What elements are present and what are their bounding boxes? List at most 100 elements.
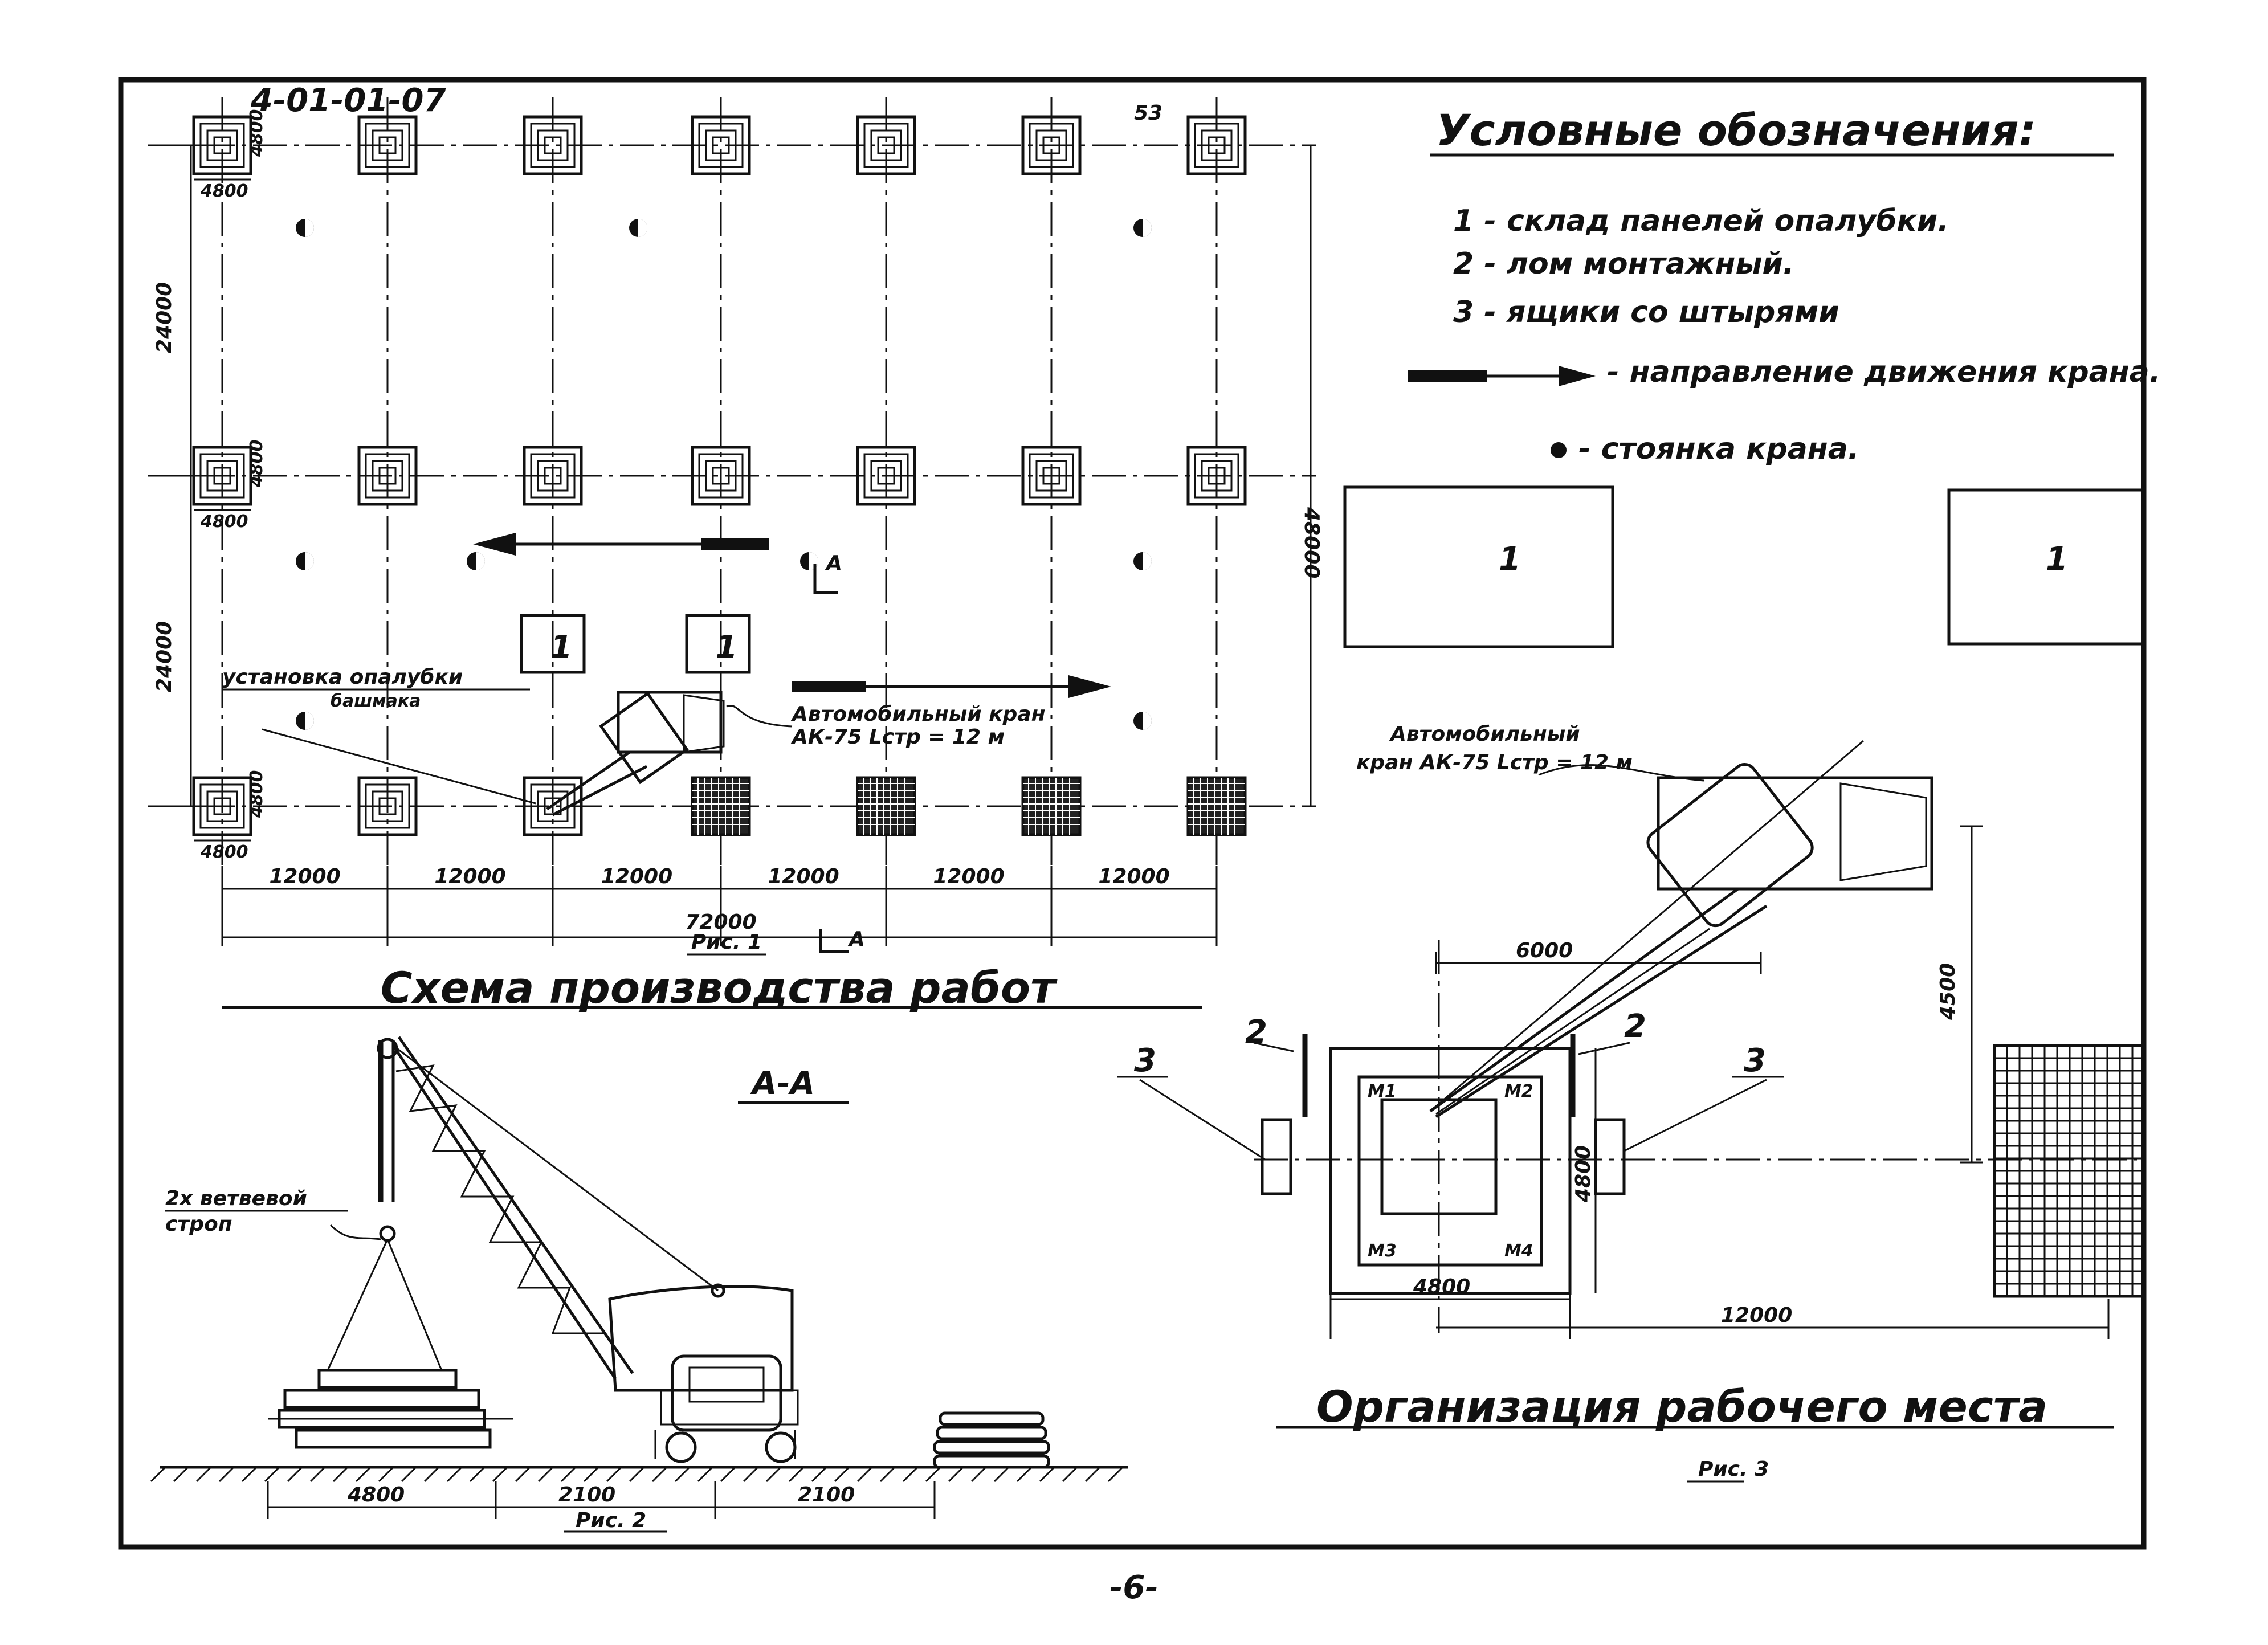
workplace-view: 1 1 Автомобильный кран АК-75 Lстр = 12 м…: [1117, 485, 2144, 1483]
section-box-stack: [933, 1411, 1050, 1469]
footing-ring: [698, 453, 744, 499]
ground-hatch-line: [743, 1466, 759, 1483]
footing-ring: [1194, 453, 1239, 499]
ground-hatch-line: [697, 1466, 713, 1483]
footing-ring: [523, 776, 583, 836]
svg-text:А: А: [847, 928, 865, 951]
section-mark-top: А: [813, 552, 842, 594]
ground-hatch-line: [674, 1466, 691, 1483]
ground-hatch-line: [195, 1466, 212, 1483]
footing-dim-1: 4800: [200, 181, 248, 201]
legend-dot-label: - стоянка крана.: [1578, 432, 1859, 466]
ground-hatch-line: [332, 1466, 349, 1483]
footing-ring: [1042, 136, 1060, 154]
footing-ring: [530, 123, 576, 168]
grid-axes: [148, 97, 1316, 895]
section-dimensions: 4800 2100 2100: [267, 1481, 936, 1519]
footing-dim-2: 4800: [200, 512, 248, 532]
legend: Условные обозначения: 1 - склад панелей …: [1408, 105, 2161, 466]
fig3-title: Организация рабочего места: [1316, 1381, 2047, 1432]
svg-text:А: А: [825, 552, 842, 575]
footing-ring: [213, 136, 231, 154]
footing-hatched: [1021, 776, 1082, 836]
section-title: А-А: [750, 1065, 815, 1102]
anchor-m1: М1: [1368, 1081, 1397, 1101]
crane-stop-half: [1143, 712, 1152, 730]
fig3-warehouse-right: [1947, 488, 2143, 646]
footing-ring: [863, 123, 909, 168]
ground-hatch-line: [264, 1466, 280, 1483]
legend-dot-symbol: [1551, 442, 1567, 458]
ground-hatch-line: [948, 1466, 964, 1483]
ground-hatch-line: [469, 1466, 486, 1483]
ground-hatch-line: [856, 1466, 873, 1483]
fig3-warehouse-right-label: 1: [2046, 541, 2068, 578]
ground-hatch-line: [765, 1466, 782, 1483]
ground-hatch-line: [287, 1466, 303, 1483]
footing-ring: [1208, 467, 1226, 485]
fig1-title: Схема производства работ: [381, 962, 1058, 1013]
fig3-footing-outer: [1329, 1047, 1572, 1295]
footing-3-6: [1021, 776, 1082, 836]
svg-text:2100: 2100: [798, 1483, 855, 1507]
fig3-crane: [1429, 740, 1933, 1119]
footing-1-5: [856, 115, 916, 175]
crane-stop-half: [638, 219, 647, 237]
ground-hatch-line: [1084, 1466, 1101, 1483]
footing-ring: [856, 115, 916, 175]
footing-ring: [856, 446, 916, 506]
sheet-code: 4-01-01-07: [250, 82, 446, 119]
svg-text:12000: 12000: [1721, 1304, 1792, 1327]
footing-ring: [712, 467, 730, 485]
ground-hatch-line: [515, 1466, 531, 1483]
fig1-caption: Рис. 1: [691, 930, 762, 954]
footing-ring: [357, 776, 418, 836]
crane-stop-half: [476, 552, 485, 570]
anchor-m2: М2: [1504, 1081, 1533, 1101]
fig2-caption: Рис. 2: [576, 1509, 646, 1532]
ground-hatch-line: [925, 1466, 941, 1483]
svg-text:4800: 4800: [1572, 1145, 1595, 1203]
footing-ring: [1035, 129, 1067, 161]
dim-span-bottom: 24000: [153, 621, 176, 692]
note-install-formwork: установка опалубки: [222, 666, 463, 689]
svg-text:4800: 4800: [347, 1483, 405, 1507]
ground-hatch-line: [492, 1466, 508, 1483]
svg-text:2100: 2100: [558, 1483, 615, 1507]
footing-ring: [357, 115, 418, 175]
dim-bay-2: 12000: [434, 865, 505, 888]
legend-item-1: 1 - склад панелей опалубки.: [1453, 204, 1949, 238]
fig3-lom-right-label: 2: [1624, 1008, 1646, 1045]
footing-ring: [1186, 446, 1247, 506]
footing-dim-v-2: 4800: [247, 440, 267, 488]
footing-ring: [537, 129, 569, 161]
fig3-box-right: [1594, 1118, 1626, 1195]
ground-hatch-line: [378, 1466, 394, 1483]
footing-ring: [691, 115, 751, 175]
ground-hatch-line: [651, 1466, 668, 1483]
footing-hatched: [1186, 776, 1247, 836]
footing-1-4: [691, 115, 751, 175]
sling-label-2: строп: [165, 1213, 232, 1236]
footer-number: -6-: [1109, 1569, 1158, 1606]
footing-ring: [544, 136, 562, 154]
dim-bay-5: 12000: [933, 865, 1004, 888]
ground-hatch-line: [720, 1466, 736, 1483]
footing-ring: [378, 467, 397, 485]
ground-hatch-line: [811, 1466, 827, 1483]
legend-item-3: 3 - ящики со штырями: [1453, 295, 1839, 329]
legend-arrow-label: - направление движения крана.: [1607, 355, 2161, 389]
footing-ring: [213, 467, 231, 485]
ground-hatch-line: [788, 1466, 805, 1483]
footing-ring: [378, 797, 397, 815]
ground-hatch-line: [423, 1466, 440, 1483]
ground-hatch-line: [560, 1466, 577, 1483]
crane-plan-symbol: [546, 691, 725, 817]
svg-text:4500: 4500: [1936, 963, 1960, 1021]
ground-hatch-line: [309, 1466, 326, 1483]
ground-hatch-line: [834, 1466, 850, 1483]
footing-1-7: [1186, 115, 1247, 175]
sling-label: 2х ветвевой: [165, 1187, 307, 1210]
ground-hatch-line: [218, 1466, 235, 1483]
